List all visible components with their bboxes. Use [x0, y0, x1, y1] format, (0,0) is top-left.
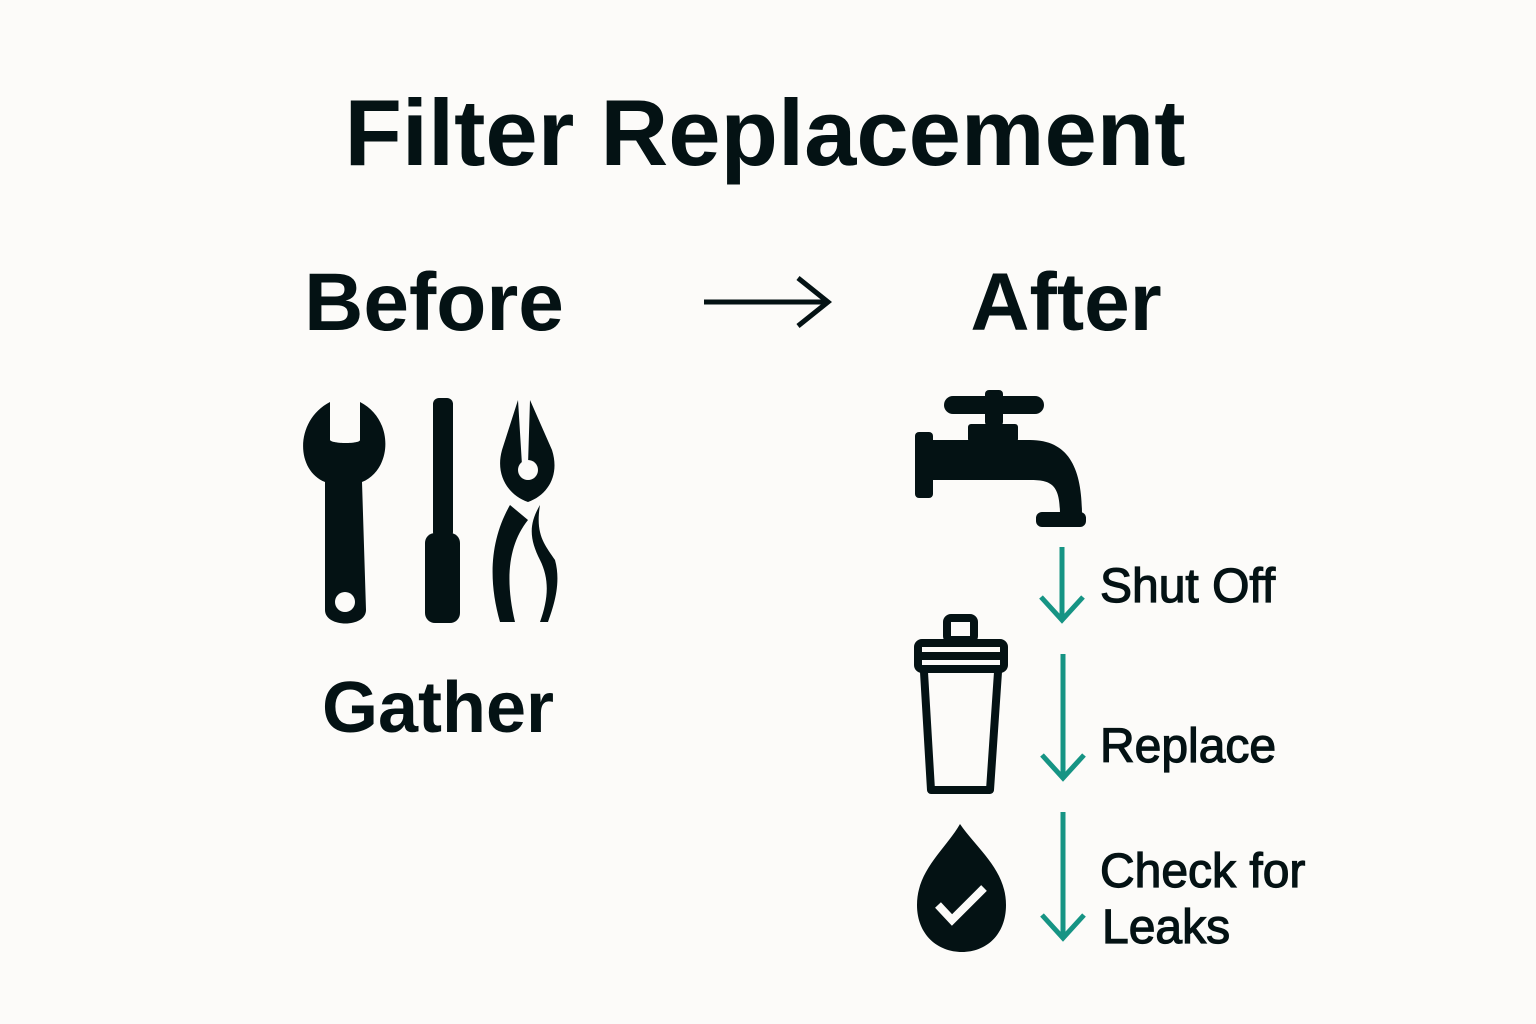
down-arrow-icon [1039, 547, 1085, 624]
step-label-check-line1: Check for [1100, 845, 1305, 898]
before-heading: Before [304, 257, 564, 348]
wrench-icon [303, 402, 386, 624]
faucet-icon [915, 390, 1086, 527]
pliers-icon [492, 400, 558, 622]
down-arrow-icon [1040, 812, 1086, 942]
right-arrow-icon [704, 276, 833, 328]
filter-cartridge-icon [914, 614, 1008, 794]
step-label-shut-off: Shut Off [1100, 560, 1276, 613]
step-label-check-line2: Leaks [1102, 901, 1230, 954]
title: Filter Replacement [344, 80, 1185, 185]
down-arrow-icon [1040, 654, 1086, 782]
step-label-replace: Replace [1100, 720, 1276, 773]
after-heading: After [970, 257, 1161, 348]
screwdriver-icon [425, 398, 460, 623]
gather-caption: Gather [322, 668, 554, 748]
water-drop-check-icon [917, 824, 1006, 952]
